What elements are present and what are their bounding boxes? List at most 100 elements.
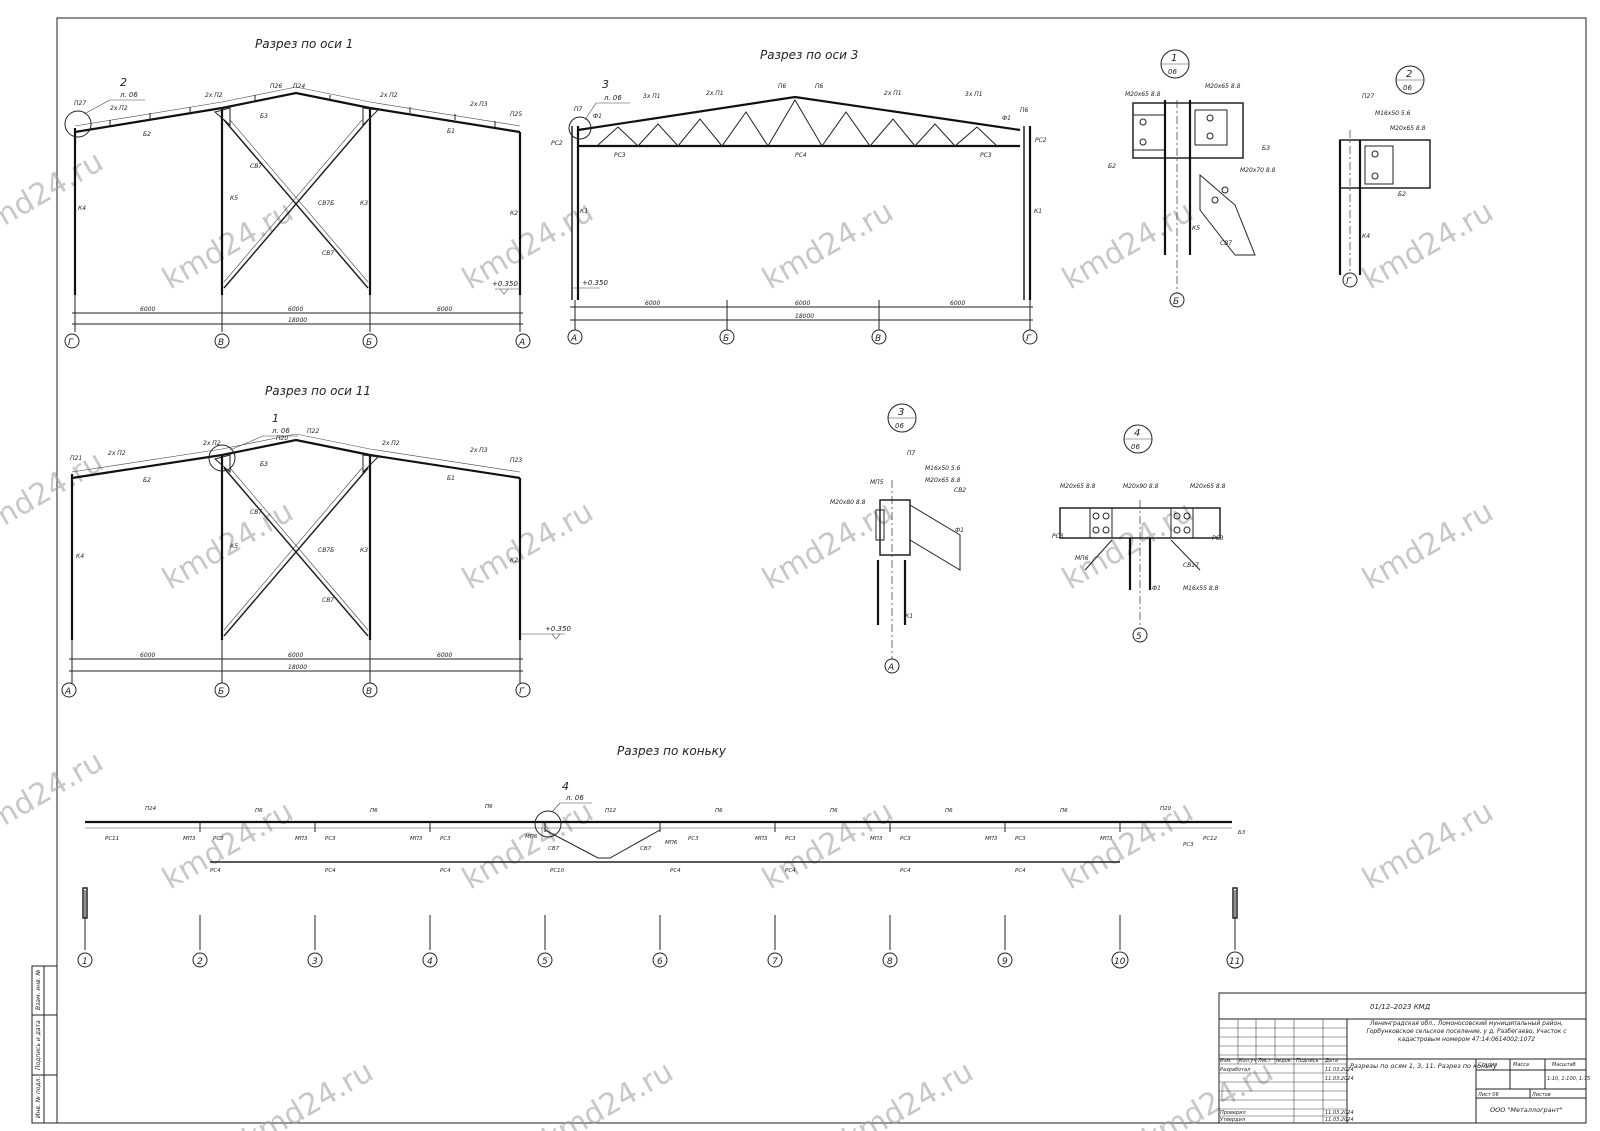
sheet-title: Разрезы по осям 1, 3, 11. Разрез по конь… <box>1350 1062 1497 1070</box>
organization: ООО "Металлогрант" <box>1490 1106 1563 1114</box>
svg-text:К1: К1 <box>905 613 913 620</box>
svg-text:kmd24.ru: kmd24.ru <box>457 494 600 597</box>
svg-text:kmd24.ru: kmd24.ru <box>157 794 300 897</box>
axis-bubble: Б <box>366 338 372 348</box>
svg-text:2х П2: 2х П2 <box>205 92 223 99</box>
svg-text:kmd24.ru: kmd24.ru <box>1057 794 1200 897</box>
svg-text:СВ2: СВ2 <box>954 487 966 494</box>
svg-text:2: 2 <box>1406 69 1412 80</box>
svg-text:Б3: Б3 <box>1262 145 1270 152</box>
svg-text:П12: П12 <box>605 808 617 814</box>
svg-text:РС3: РС3 <box>1052 533 1064 540</box>
svg-text:П6: П6 <box>1060 808 1068 814</box>
svg-text:3х П1: 3х П1 <box>643 93 661 100</box>
svg-text:А: А <box>887 663 894 673</box>
svg-text:11: 11 <box>1229 957 1240 967</box>
svg-text:Б2: Б2 <box>143 477 151 484</box>
svg-text:П6: П6 <box>815 83 824 90</box>
ridge-title: Разрез по коньку <box>617 744 727 758</box>
svg-text:К2: К2 <box>510 557 518 564</box>
svg-text:kmd24.ru: kmd24.ru <box>1057 494 1200 597</box>
svg-text:Б: Б <box>218 687 224 697</box>
svg-text:П20: П20 <box>276 435 288 442</box>
svg-text:П6: П6 <box>945 808 953 814</box>
svg-text:П27: П27 <box>1362 93 1374 100</box>
section-axis-11: Разрез по оси 11 1 л. 06 П21 2х П2 2х П2… <box>61 384 571 698</box>
svg-text:РС4: РС4 <box>210 868 221 874</box>
svg-text:06: 06 <box>895 422 904 430</box>
svg-text:М20х65 8.8: М20х65 8.8 <box>1125 91 1161 98</box>
svg-text:л. 06: л. 06 <box>271 427 290 435</box>
svg-text:2х П3: 2х П3 <box>470 447 488 454</box>
svg-text:В: В <box>875 334 881 344</box>
svg-text:kmd24.ru: kmd24.ru <box>157 194 300 297</box>
watermarks: kmd24.ru kmd24.ru kmd24.ru kmd24.ru kmd2… <box>0 144 1499 1131</box>
svg-text:Б1: Б1 <box>447 128 455 135</box>
svg-text:СВ7: СВ7 <box>548 846 560 852</box>
svg-text:Масса: Масса <box>1513 1062 1529 1068</box>
detail-2: 2 06 П27 М16х50 5.6 М20х65 8.8 Б2 К4 Г <box>1338 65 1431 290</box>
svg-text:К4: К4 <box>76 553 84 560</box>
svg-text:М20х70 8.8: М20х70 8.8 <box>1240 167 1276 174</box>
svg-text:4: 4 <box>427 957 433 967</box>
svg-text:6000: 6000 <box>950 300 965 307</box>
svg-text:2х П1: 2х П1 <box>884 90 902 97</box>
svg-text:06: 06 <box>1131 443 1140 451</box>
svg-text:К3: К3 <box>360 547 368 554</box>
side-stamp: Инв. № подл. Подпись и дата Взам. инв. № <box>31 965 58 1124</box>
svg-text:П6: П6 <box>255 808 263 814</box>
svg-text:kmd24.ru: kmd24.ru <box>1357 494 1500 597</box>
svg-text:6000: 6000 <box>645 300 660 307</box>
svg-text:СВ7: СВ7 <box>640 846 652 852</box>
svg-text:РС3: РС3 <box>1212 535 1224 542</box>
svg-text:К5: К5 <box>230 543 238 550</box>
svg-text:6000: 6000 <box>140 306 155 313</box>
svg-text:К4: К4 <box>1362 233 1370 240</box>
svg-text:РС4: РС4 <box>795 152 807 159</box>
svg-text:РС2: РС2 <box>551 140 563 147</box>
svg-text:18000: 18000 <box>795 313 814 320</box>
svg-text:А: А <box>64 687 71 697</box>
svg-text:Масштаб: Масштаб <box>1552 1062 1576 1068</box>
section-1-title: Разрез по оси 1 <box>255 37 353 51</box>
svg-text:Б3: Б3 <box>260 461 268 468</box>
svg-text:СВ17: СВ17 <box>1183 562 1199 569</box>
axis-bubble: А <box>518 338 525 348</box>
svg-text:Ф1: Ф1 <box>593 113 602 120</box>
svg-text:СВ7: СВ7 <box>1220 240 1232 247</box>
svg-text:РС4: РС4 <box>325 868 336 874</box>
svg-text:6000: 6000 <box>437 306 452 313</box>
svg-text:kmd24.ru: kmd24.ru <box>537 1054 680 1131</box>
svg-text:М16х50 5.6: М16х50 5.6 <box>925 465 961 472</box>
svg-text:Подпись: Подпись <box>1296 1058 1319 1064</box>
svg-text:К5: К5 <box>230 195 238 202</box>
section-1-callout-sheet: л. 06 <box>119 91 138 99</box>
svg-text:МП5: МП5 <box>870 479 884 486</box>
svg-text:П7: П7 <box>574 106 583 113</box>
svg-text:Г: Г <box>519 687 525 697</box>
svg-text:6000: 6000 <box>437 652 452 659</box>
svg-text:7: 7 <box>772 957 778 967</box>
svg-text:М20х65 8.8: М20х65 8.8 <box>925 477 961 484</box>
svg-text:+0.350: +0.350 <box>545 625 571 633</box>
svg-text:11.03.2024: 11.03.2024 <box>1325 1076 1354 1082</box>
svg-text:РС3: РС3 <box>1015 836 1026 842</box>
svg-text:Ф1: Ф1 <box>1002 115 1011 122</box>
svg-text:2: 2 <box>197 957 203 967</box>
svg-text:СВ7: СВ7 <box>250 163 262 170</box>
svg-text:3х П1: 3х П1 <box>965 91 983 98</box>
svg-text:Лист 06: Лист 06 <box>1477 1092 1499 1098</box>
svg-text:Проверил: Проверил <box>1220 1110 1246 1116</box>
svg-text:2х П2: 2х П2 <box>108 450 126 457</box>
svg-text:А: А <box>570 334 577 344</box>
svg-text:kmd24.ru: kmd24.ru <box>237 1054 380 1131</box>
svg-text:МП3: МП3 <box>295 836 308 842</box>
svg-text:РС11: РС11 <box>105 836 119 842</box>
svg-text:МП3: МП3 <box>1100 836 1113 842</box>
svg-text:kmd24.ru: kmd24.ru <box>1357 794 1500 897</box>
svg-text:П24: П24 <box>293 83 305 90</box>
svg-text:18000: 18000 <box>288 317 307 324</box>
svg-text:Стадия: Стадия <box>1478 1062 1497 1068</box>
svg-text:Б2: Б2 <box>1108 163 1116 170</box>
